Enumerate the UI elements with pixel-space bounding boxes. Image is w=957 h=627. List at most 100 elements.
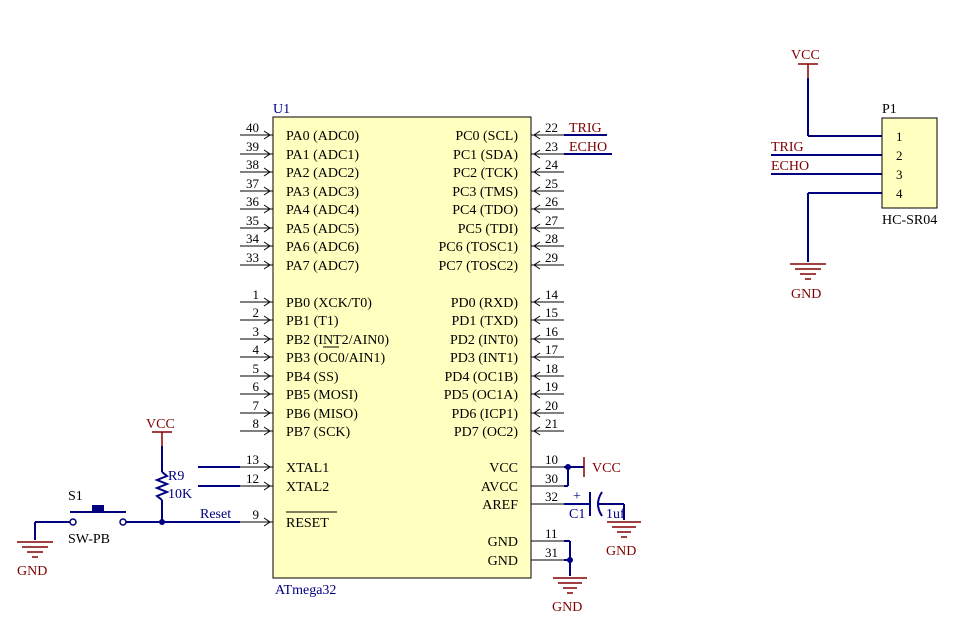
reset-junction: [159, 519, 165, 525]
u1-right-pin-label: PD2 (INT0): [450, 333, 518, 348]
u1-right-pin-number: 19: [545, 379, 558, 394]
u1-left-pin-number: 36: [246, 194, 260, 209]
u1-left-pin-label: PB5 (MOSI): [286, 388, 358, 403]
u1-vcc-label: VCC: [592, 461, 621, 476]
u1-right-pin-label: PC3 (TMS): [452, 185, 518, 200]
u1-left-pin-label: PB7 (SCK): [286, 425, 351, 440]
u1-right-pin-label: AREF: [482, 498, 518, 513]
u1-right-pin-number: 21: [545, 416, 558, 431]
u1-right-pin-number: 31: [545, 545, 558, 560]
u1-right-pin-label: VCC: [489, 461, 518, 476]
u1-gnd-label: GND: [552, 600, 582, 615]
u1-right-pin-label: PD4 (OC1B): [444, 370, 518, 385]
r9-resistor[interactable]: [154, 471, 170, 501]
u1-left-pin-number: 2: [253, 305, 260, 320]
u1-right-pin-number: 11: [545, 526, 558, 541]
u1-designator: U1: [273, 102, 290, 117]
u1-right-pin-label: PC5 (TDI): [458, 222, 519, 237]
u1-left-pin-label: PA5 (ADC5): [286, 222, 359, 237]
p1-body[interactable]: [881, 117, 938, 209]
u1-right-pin-label: PC7 (TOSC2): [439, 259, 519, 274]
u1-right-pin-label: PD7 (OC2): [454, 425, 519, 440]
c1-value: 1uf: [606, 507, 625, 522]
c1-polarity: +: [573, 489, 581, 504]
u1-left-pin-label: PA2 (ADC2): [286, 166, 359, 181]
u1-left-pin-number: 4: [253, 342, 260, 357]
u1-left-pin-label: PA7 (ADC7): [286, 259, 359, 274]
p1-part-name: HC-SR04: [882, 213, 937, 228]
u1-body[interactable]: [272, 116, 532, 579]
u1-right-pin-number: 15: [545, 305, 558, 320]
p1-gnd-label: GND: [791, 287, 821, 302]
u1-right-pin-label: PD6 (ICP1): [451, 407, 518, 422]
u1-right-pin-number: 28: [545, 231, 558, 246]
u1-right-pin-number: 32: [545, 489, 558, 504]
u1-left-pin-number: 33: [246, 250, 259, 265]
u1-left-pin-label: PB2 (INT2/AIN0): [286, 333, 389, 348]
u1-right-pin-number: 24: [545, 157, 559, 172]
p1-pin-1: 1: [896, 129, 903, 144]
s1-plunger: [92, 505, 104, 511]
u1-left-pin-number: 1: [253, 287, 260, 302]
gnd-junction: [567, 557, 573, 563]
p1-gnd-symbol: [790, 263, 826, 280]
u1-right-pin-label: GND: [488, 554, 518, 569]
c1-designator: C1: [569, 507, 585, 522]
s1-switch[interactable]: [68, 502, 128, 526]
u1-left-pin-number: 5: [253, 361, 260, 376]
u1-left-pin-label: PB4 (SS): [286, 370, 339, 385]
u1-right-pin-number: 16: [545, 324, 559, 339]
s1-designator: S1: [68, 489, 83, 504]
u1-left-pin-label: PA0 (ADC0): [286, 129, 359, 144]
u1-right-pin-number: 25: [545, 176, 558, 191]
u1-left-pin-label: PB3 (OC0/AIN1): [286, 351, 386, 366]
p1-designator: P1: [882, 102, 897, 117]
u1-left-pin-number: 9: [253, 507, 260, 522]
u1-left-pin-number: 12: [246, 471, 259, 486]
p1-pin-2: 2: [896, 148, 903, 163]
s1-contact-right: [119, 518, 127, 526]
